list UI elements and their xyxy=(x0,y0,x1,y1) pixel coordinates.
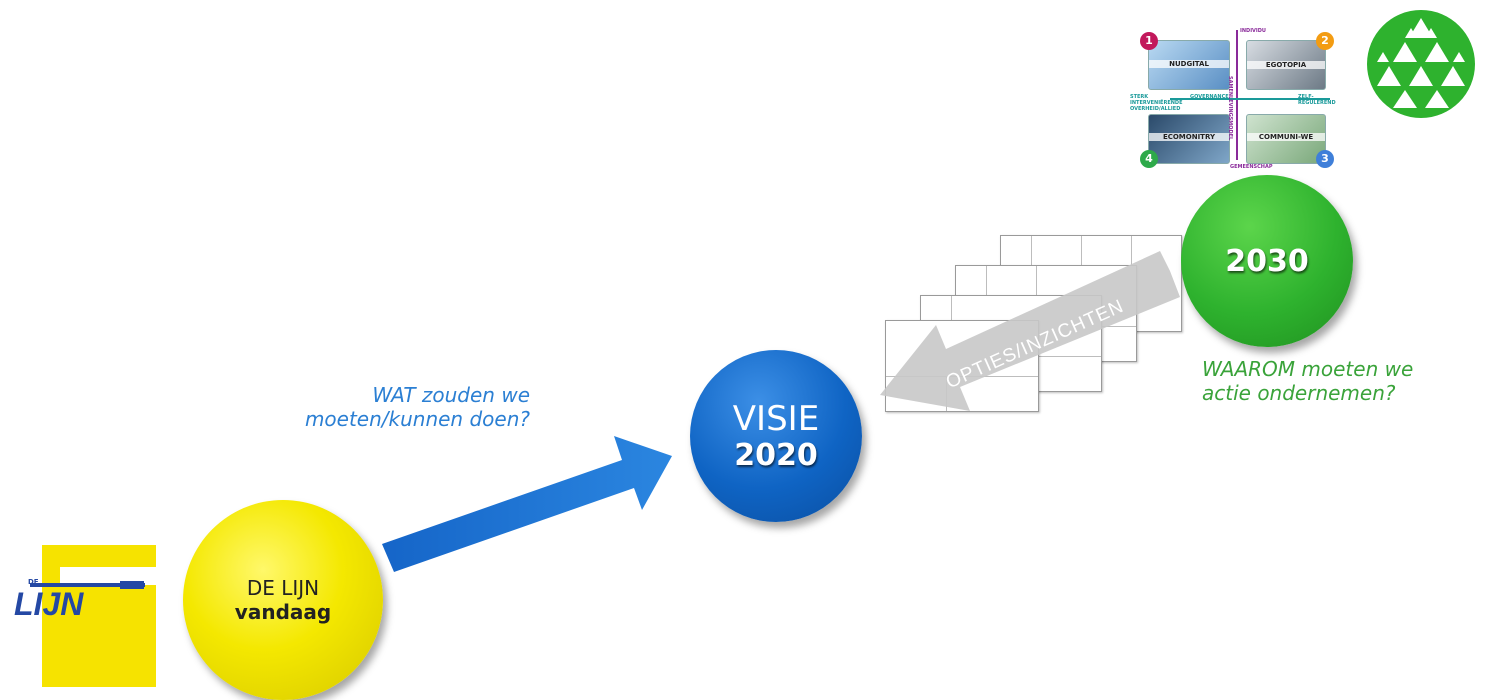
question-why: WAAROM moeten we actie ondernemen? xyxy=(1202,357,1482,405)
question-what: WAT zouden we moeten/kunnen doen? xyxy=(250,383,530,431)
scenario-number-4: 4 xyxy=(1140,150,1158,168)
scenario-matrix: NUDGITAL EGOTOPIA ECOMONITRY COMMUNI-WE … xyxy=(1130,28,1345,178)
scenario-number-3: 3 xyxy=(1316,150,1334,168)
axis-bottom-label: GEMEENSCHAP xyxy=(1230,164,1273,170)
circle-2030: 2030 xyxy=(1181,175,1353,347)
insights-arrow xyxy=(880,245,1180,425)
scenario-tile-3: COMMUNI-WE xyxy=(1246,114,1326,164)
question-what-line1: WAT zouden we xyxy=(372,383,530,407)
scenario-tile-4: ECOMONITRY xyxy=(1148,114,1230,164)
axis-mid-label: GOVERNANCE xyxy=(1190,94,1229,100)
question-what-line2: moeten/kunnen doen? xyxy=(304,407,530,431)
scenario-number-2: 2 xyxy=(1316,32,1334,50)
scenario-label-2: EGOTOPIA xyxy=(1247,61,1325,69)
vertical-axis xyxy=(1236,30,1238,160)
circle-visie-2020: VISIE 2020 xyxy=(690,350,862,522)
de-lijn-logo: LIJN xyxy=(0,545,160,687)
question-why-line1: WAAROM moeten we xyxy=(1202,357,1414,381)
logo-brand-top: DE xyxy=(28,578,39,586)
question-why-line2: actie ondernemen? xyxy=(1202,381,1396,405)
axis-top-label: INDIVIDU xyxy=(1240,28,1266,34)
circle-de-lijn-vandaag: DE LIJN vandaag xyxy=(183,500,383,700)
axis-right-label: ZELF-REGULEREND xyxy=(1298,94,1336,106)
today-line1: DE LIJN xyxy=(246,576,320,600)
scenario-label-3: COMMUNI-WE xyxy=(1247,133,1325,141)
axis-vertical-label: SAMENLEVINGSMODEL xyxy=(1227,76,1233,141)
scenario-label-4: ECOMONITRY xyxy=(1149,133,1229,141)
scenario-tile-1: NUDGITAL xyxy=(1148,40,1230,90)
visie-line2: 2020 xyxy=(734,438,818,473)
visie-line1: VISIE xyxy=(732,399,820,439)
scenario-label-1: NUDGITAL xyxy=(1149,60,1229,68)
svg-text:LIJN: LIJN xyxy=(14,586,84,622)
scenario-number-1: 1 xyxy=(1140,32,1158,50)
geodesic-logo-icon xyxy=(1365,8,1477,120)
axis-left-label: STERK INTERVENIËRENDE OVERHEID/ALLIED xyxy=(1130,94,1183,112)
future-year: 2030 xyxy=(1225,243,1309,279)
scenario-tile-2: EGOTOPIA xyxy=(1246,40,1326,90)
horizontal-axis xyxy=(1170,98,1330,100)
today-line2: vandaag xyxy=(234,600,332,624)
strategy-arrow xyxy=(372,412,682,592)
